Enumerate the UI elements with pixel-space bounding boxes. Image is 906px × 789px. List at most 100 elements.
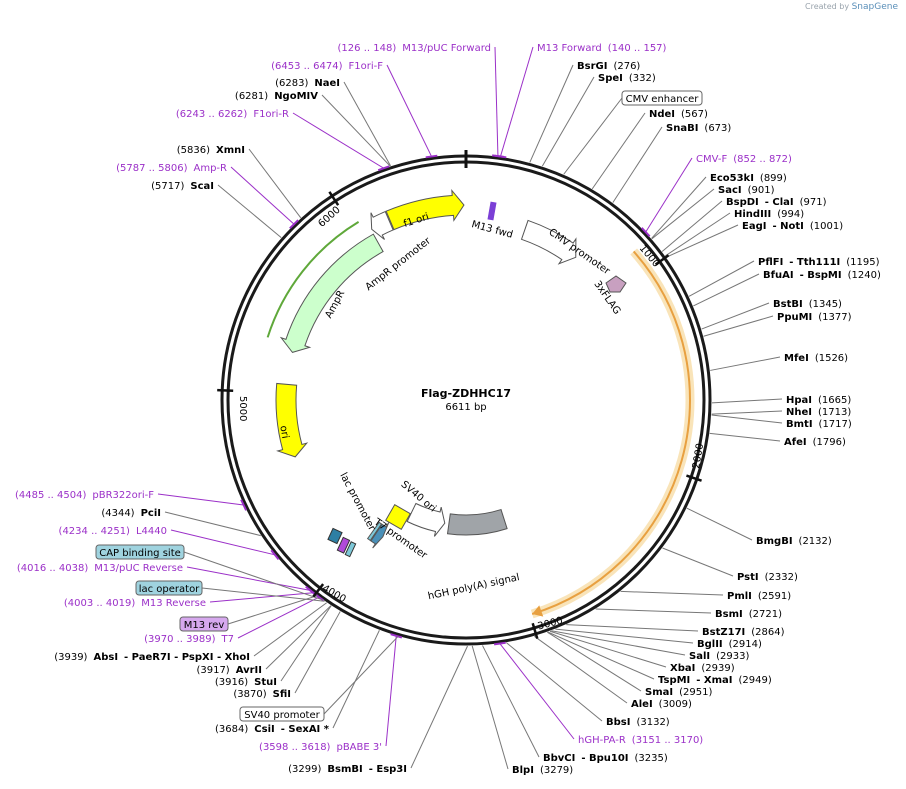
site-label-psti[interactable]: PstI(2332)	[737, 572, 798, 583]
site-label-bglii[interactable]: BglII(2914)	[697, 639, 762, 650]
label-name: hGH-PA-R	[578, 735, 626, 746]
site-label-sfii[interactable]: (3870)SfiI	[233, 689, 291, 700]
snapgene-brand: SnapGene	[851, 2, 898, 12]
site-label-bstbi[interactable]: BstBI(1345)	[773, 299, 842, 310]
label-name: AvrII	[236, 665, 262, 676]
feature-arrows	[275, 188, 577, 549]
site-label-bsrgi[interactable]: BsrGI(276)	[577, 61, 640, 72]
label-name: NheI	[786, 407, 812, 418]
feature-box-cap-binding-site[interactable]: CAP binding site	[95, 544, 185, 560]
site-label-tspmi[interactable]: TspMI- XmaI(2949)	[658, 675, 772, 686]
primer-label-t7[interactable]: (3970 .. 3989)T7	[144, 634, 234, 645]
label-pos: (6283)	[275, 78, 308, 89]
svg-text:SacI(901): SacI(901)	[718, 185, 775, 196]
site-label-afei[interactable]: AfeI(1796)	[784, 437, 846, 448]
leader-afei	[709, 432, 781, 442]
leader-bsmbi	[410, 645, 468, 769]
site-label-blpi[interactable]: BlpI(3279)	[512, 765, 573, 776]
site-label-bmti[interactable]: BmtI(1717)	[786, 419, 852, 430]
site-label-avrii[interactable]: (3917)AvrII	[196, 665, 262, 676]
site-label-saci[interactable]: SacI(901)	[718, 185, 775, 196]
site-label-bstz17i[interactable]: BstZ17I(2864)	[702, 627, 785, 638]
site-label-bspdi[interactable]: BspDI- ClaI(971)	[726, 197, 827, 208]
label-name: BspDI	[726, 197, 759, 208]
site-label-xbai[interactable]: XbaI(2939)	[670, 663, 735, 674]
site-label-bbvci[interactable]: BbvCI- Bpu10I(3235)	[543, 753, 668, 764]
label-name: PflFI	[758, 257, 783, 268]
site-label-ndei[interactable]: NdeI(567)	[649, 109, 708, 120]
site-label-pflfi[interactable]: PflFI- Tth111I(1195)	[758, 257, 880, 268]
site-label-hindiii[interactable]: HindIII(994)	[734, 209, 804, 220]
label-name: XmnI	[216, 145, 245, 156]
leader-bsmi	[595, 608, 712, 614]
label-pos: (1713)	[818, 407, 851, 418]
site-label-pcii[interactable]: (4344)PciI	[101, 508, 161, 519]
label-name: CMV-F	[696, 154, 727, 165]
site-label-nhei[interactable]: NheI (1713)	[786, 407, 851, 418]
label-pos: (3970 .. 3989)	[144, 634, 216, 645]
label-name: BmtI	[786, 419, 813, 430]
site-label-sali[interactable]: SalI(2933)	[689, 651, 749, 662]
feature-box-bg	[135, 580, 203, 596]
label-name: PciI	[141, 508, 161, 519]
primer-label-m13-reverse[interactable]: (4003 .. 4019)M13 Reverse	[64, 598, 206, 609]
svg-text:(6281)NgoMIV: (6281)NgoMIV	[235, 91, 318, 102]
feature-box-lac-operator[interactable]: lac operator	[135, 580, 203, 596]
label-name: M13 Reverse	[141, 598, 206, 609]
site-label-ngomiv[interactable]: (6281)NgoMIV	[235, 91, 318, 102]
svg-text:(6283)NaeI: (6283)NaeI	[275, 78, 340, 89]
site-label-pmli[interactable]: PmlI(2591)	[727, 591, 791, 602]
primer-label-f1ori-f[interactable]: (6453 .. 6474)F1ori-F	[271, 61, 383, 72]
site-label-mfei[interactable]: MfeI(1526)	[784, 353, 848, 364]
svg-text:TspMI- XmaI(2949): TspMI- XmaI(2949)	[658, 675, 772, 686]
primer-label-hgh-pa-r[interactable]: hGH-PA-R(3151 .. 3170)	[578, 735, 703, 746]
label-pos: (126 .. 148)	[338, 43, 397, 54]
label-pos: (3598 .. 3618)	[259, 742, 331, 753]
site-label-naei[interactable]: (6283)NaeI	[275, 78, 340, 89]
feature-box-cmv-enhancer[interactable]: CMV enhancer	[621, 90, 703, 106]
leader-box-cap-binding-site	[183, 551, 323, 601]
primer-label-m13-puc-reverse[interactable]: (4016 .. 4038)M13/pUC Reverse	[17, 563, 183, 574]
site-label-eagi[interactable]: EagI- NotI(1001)	[742, 221, 843, 232]
leader-m13-puc-forward	[494, 46, 499, 157]
leader-m13-reverse	[209, 592, 314, 603]
site-label-alei[interactable]: AleI(3009)	[631, 699, 692, 710]
primer-label-m13-puc-forward[interactable]: (126 .. 148)M13/pUC Forward	[338, 43, 491, 54]
site-label-bfuai[interactable]: BfuAI- BspMI(1240)	[763, 270, 881, 281]
svg-text:BmgBI(2132): BmgBI(2132)	[756, 536, 832, 547]
feature-box-sv40-promoter[interactable]: SV40 promoter	[239, 706, 325, 722]
feature-box-m13-rev[interactable]: M13 rev	[179, 616, 229, 632]
primer-mark-f1ori-f	[425, 154, 438, 159]
label-name: BsmBI	[327, 764, 362, 775]
leader-snabi	[612, 126, 663, 203]
site-label-absi[interactable]: (3939)AbsI- PaeR7I - PspXI - XhoI	[54, 652, 250, 663]
primer-label-m13-forward[interactable]: M13 Forward(140 .. 157)	[537, 43, 667, 54]
site-label-spei[interactable]: SpeI(332)	[598, 73, 656, 84]
site-label-bbsi[interactable]: BbsI(3132)	[606, 717, 670, 728]
label-name: Amp-R	[194, 163, 228, 174]
3xflag-marker	[605, 275, 627, 293]
site-label-xmni[interactable]: (5836)XmnI	[177, 145, 245, 156]
primer-label-f1ori-r[interactable]: (6243 .. 6262)F1ori-R	[176, 109, 289, 120]
primer-label-amp-r[interactable]: (5787 .. 5806)Amp-R	[116, 163, 227, 174]
label-pos: (2949)	[739, 675, 772, 686]
svg-text:HindIII(994): HindIII(994)	[734, 209, 804, 220]
primer-label-pbabe-3[interactable]: (3598 .. 3618)pBABE 3'	[259, 742, 382, 753]
primer-label-l4440[interactable]: (4234 .. 4251)L4440	[59, 526, 167, 537]
site-label-snabi[interactable]: SnaBI(673)	[666, 123, 731, 134]
primer-label-cmv-f[interactable]: CMV-F(852 .. 872)	[696, 154, 792, 165]
site-label-bsmbi[interactable]: (3299)BsmBI- Esp3I	[288, 764, 407, 775]
site-label-smai[interactable]: SmaI(2951)	[645, 687, 712, 698]
site-label-bsmi[interactable]: BsmI(2721)	[715, 609, 782, 620]
label-name: BfuAI	[763, 270, 794, 281]
site-label-stui[interactable]: (3916)StuI	[215, 677, 277, 688]
site-label-csii[interactable]: (3684)CsiI- SexAI *	[215, 724, 330, 735]
site-label-bmgbi[interactable]: BmgBI(2132)	[756, 536, 832, 547]
site-label-scai[interactable]: (5717)ScaI	[151, 181, 214, 192]
feature-arrow-cmv-promoter	[520, 219, 577, 265]
site-label-eco53ki[interactable]: Eco53kI(899)	[710, 173, 787, 184]
site-label-ppumi[interactable]: PpuMI(1377)	[777, 312, 852, 323]
primer-label-pbr322ori-f[interactable]: (4485 .. 4504)pBR322ori-F	[15, 490, 154, 501]
svg-text:CMV-F(852 .. 872): CMV-F(852 .. 872)	[696, 154, 792, 165]
site-label-hpai[interactable]: HpaI(1665)	[786, 395, 851, 406]
